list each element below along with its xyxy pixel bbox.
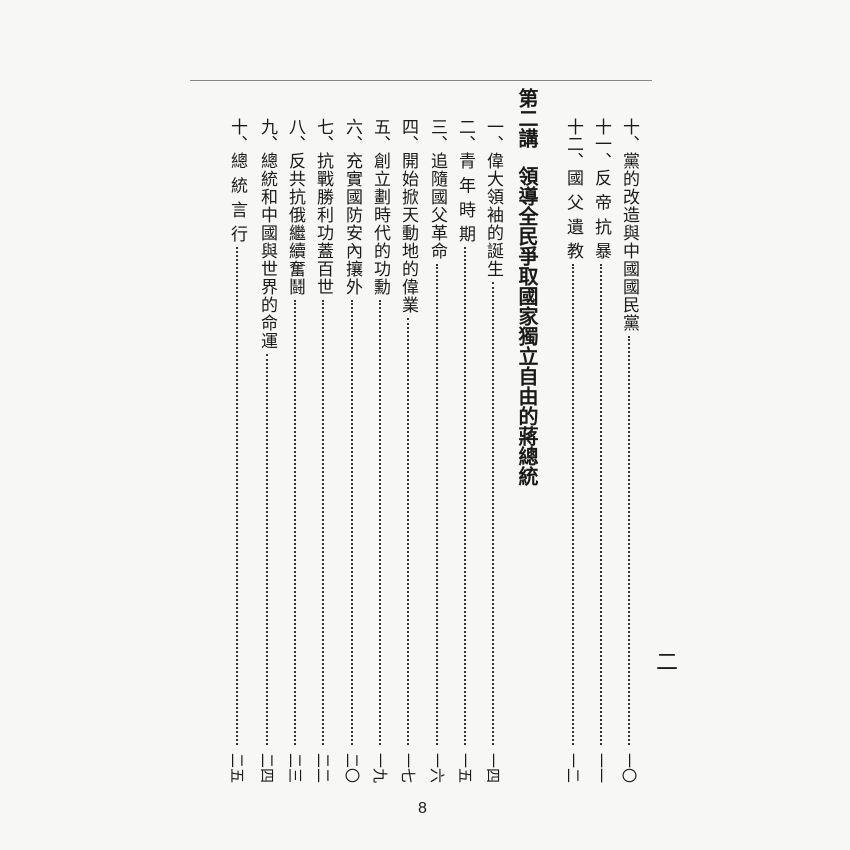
entry-page: 一六: [428, 752, 446, 783]
entry-title: 反共抗俄繼續奮鬪: [285, 152, 305, 296]
chapter-label: 第二講: [515, 88, 539, 148]
toc-entry: 六、 充實國防安內攘外 二〇: [340, 118, 364, 783]
toc-entry: 四、 開始掀天動地的偉業 一七: [396, 118, 420, 783]
entry-page: 一〇: [620, 752, 638, 783]
entry-title: 追隨國父革命: [427, 152, 447, 260]
leader-dots: [628, 336, 630, 745]
chapter-heading: 第二講領導全民爭取國家獨立自由的蔣總統: [513, 88, 541, 486]
entry-number: 三、: [427, 118, 447, 152]
leader-dots: [266, 354, 268, 745]
entry-page: 一二: [564, 752, 582, 783]
entry-page: 二五: [228, 752, 246, 783]
entry-title: 創立劃時代的功勳: [370, 152, 390, 296]
leader-dots: [322, 300, 324, 745]
entry-page: 二二: [314, 752, 332, 783]
page-number: 8: [418, 800, 427, 817]
entry-title: 青 年 時 期: [455, 152, 475, 244]
entry-title: 總 統 言 行: [227, 152, 247, 244]
entry-title: 偉大領袖的誕生: [483, 152, 503, 278]
toc-entry: 十、 總 統 言 行 二五: [225, 118, 249, 783]
toc-entry: 三、 追隨國父革命 一六: [425, 118, 449, 783]
entry-page: 二四: [258, 752, 276, 783]
entry-number: 七、: [313, 118, 333, 152]
entry-page: 一七: [399, 752, 417, 783]
entry-title: 黨的改造與中國國民黨: [619, 152, 639, 332]
entry-number: 一、: [483, 118, 503, 152]
entry-number: 八、: [285, 118, 305, 152]
leader-dots: [351, 300, 353, 745]
entry-number: 五、: [370, 118, 390, 152]
toc-entry: 十二、 國 父 遺 教 一二: [561, 118, 585, 783]
toc-entry: 十、 黨的改造與中國國民黨 一〇: [617, 118, 641, 783]
entry-page: 二三: [286, 752, 304, 783]
entry-page: 一一: [592, 752, 610, 783]
leader-dots: [236, 247, 238, 745]
toc-entry: 九、 總統和中國與世界的命運 二四: [255, 118, 279, 783]
entry-number: 十、: [227, 118, 247, 152]
toc-entry: 十一、 反 帝 抗 暴 一一: [589, 118, 613, 783]
leader-dots: [464, 247, 466, 745]
leader-dots: [407, 318, 409, 745]
entry-number: 四、: [398, 118, 418, 152]
entry-title: 充實國防安內攘外: [342, 152, 362, 296]
entry-number: 二、: [455, 118, 475, 152]
top-rule: [190, 80, 652, 81]
leader-dots: [572, 264, 574, 745]
leader-dots: [379, 300, 381, 745]
toc-entry: 八、 反共抗俄繼續奮鬪 二三: [283, 118, 307, 783]
entry-number: 九、: [257, 118, 277, 152]
entry-number: 十、: [619, 118, 639, 152]
running-head: 二: [652, 650, 677, 672]
leader-dots: [600, 264, 602, 745]
entry-title: 開始掀天動地的偉業: [398, 152, 418, 314]
leader-dots: [436, 264, 438, 745]
entry-title: 國 父 遺 教: [563, 169, 583, 261]
entry-page: 一九: [371, 752, 389, 783]
entry-number: 十二、: [563, 118, 583, 169]
entry-title: 總統和中國與世界的命運: [257, 152, 277, 350]
toc-entry: 七、 抗戰勝利功蓋百世 二二: [311, 118, 335, 783]
leader-dots: [492, 282, 494, 745]
entry-page: 一四: [484, 752, 502, 783]
entry-page: 二〇: [343, 752, 361, 783]
leader-dots: [294, 300, 296, 745]
toc-entry: 一、 偉大領袖的誕生 一四: [481, 118, 505, 783]
toc-entry: 五、 創立劃時代的功勳 一九: [368, 118, 392, 783]
entry-title: 抗戰勝利功蓋百世: [313, 152, 333, 296]
entry-page: 一五: [456, 752, 474, 783]
toc-entry: 二、 青 年 時 期 一五: [453, 118, 477, 783]
entry-number: 六、: [342, 118, 362, 152]
entry-title: 反 帝 抗 暴: [591, 169, 611, 261]
chapter-title: 領導全民爭取國家獨立自由的蔣總統: [515, 166, 539, 486]
entry-number: 十一、: [591, 118, 611, 169]
